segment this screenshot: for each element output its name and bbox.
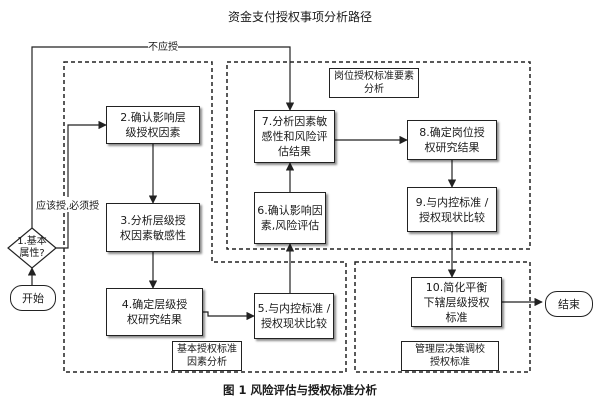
figure-caption: 图 1 风险评估与授权标准分析 [222, 383, 377, 397]
decision-label: 1.基本 属性? [17, 236, 47, 259]
region-basic-label: 基本授权标准 因素分析 [172, 341, 242, 371]
step-6-box: 6.确认影响因 素,风险评估 [254, 192, 326, 244]
region-management-label: 管理层决策调校 授权标准 [401, 341, 499, 371]
edge-label-no-auth: 不应授 [148, 38, 178, 53]
edge-label-should-auth: 应该授,必须授 [36, 197, 100, 212]
end-label: 结束 [558, 298, 580, 311]
decision-diamond [7, 227, 57, 269]
diagram-title: 资金支付授权事项分析路径 [227, 10, 372, 24]
edge-decision-yes [54, 120, 107, 249]
edge-4-5 [203, 311, 255, 321]
region-position-label: 岗位授权标准要素 分析 [329, 68, 419, 98]
step-2-box: 2.确认影响层 级授权因素 [106, 106, 200, 144]
step-10-box: 10.简化平衡 下辖层级授权 标准 [411, 277, 502, 327]
step-5-box: 5.与内控标准 / 授权现状比较 [254, 293, 334, 339]
region-basic-outline [63, 61, 347, 373]
step-7-box: 7.分析因素敏 感性和风险评 估结果 [254, 110, 335, 163]
step-3-box: 3.分析层级授 权因素敏感性 [106, 203, 200, 252]
start-label: 开始 [22, 292, 44, 305]
start-node: 开始 [10, 285, 56, 311]
region-management-outline [354, 261, 531, 373]
step-9-box: 9.与内控标准 / 授权现状比较 [407, 187, 497, 232]
step-8-box: 8.确定岗位授 权研究结果 [407, 120, 497, 160]
step-4-box: 4.确定层级授 权研究结果 [106, 288, 203, 336]
end-node: 结束 [545, 291, 593, 317]
